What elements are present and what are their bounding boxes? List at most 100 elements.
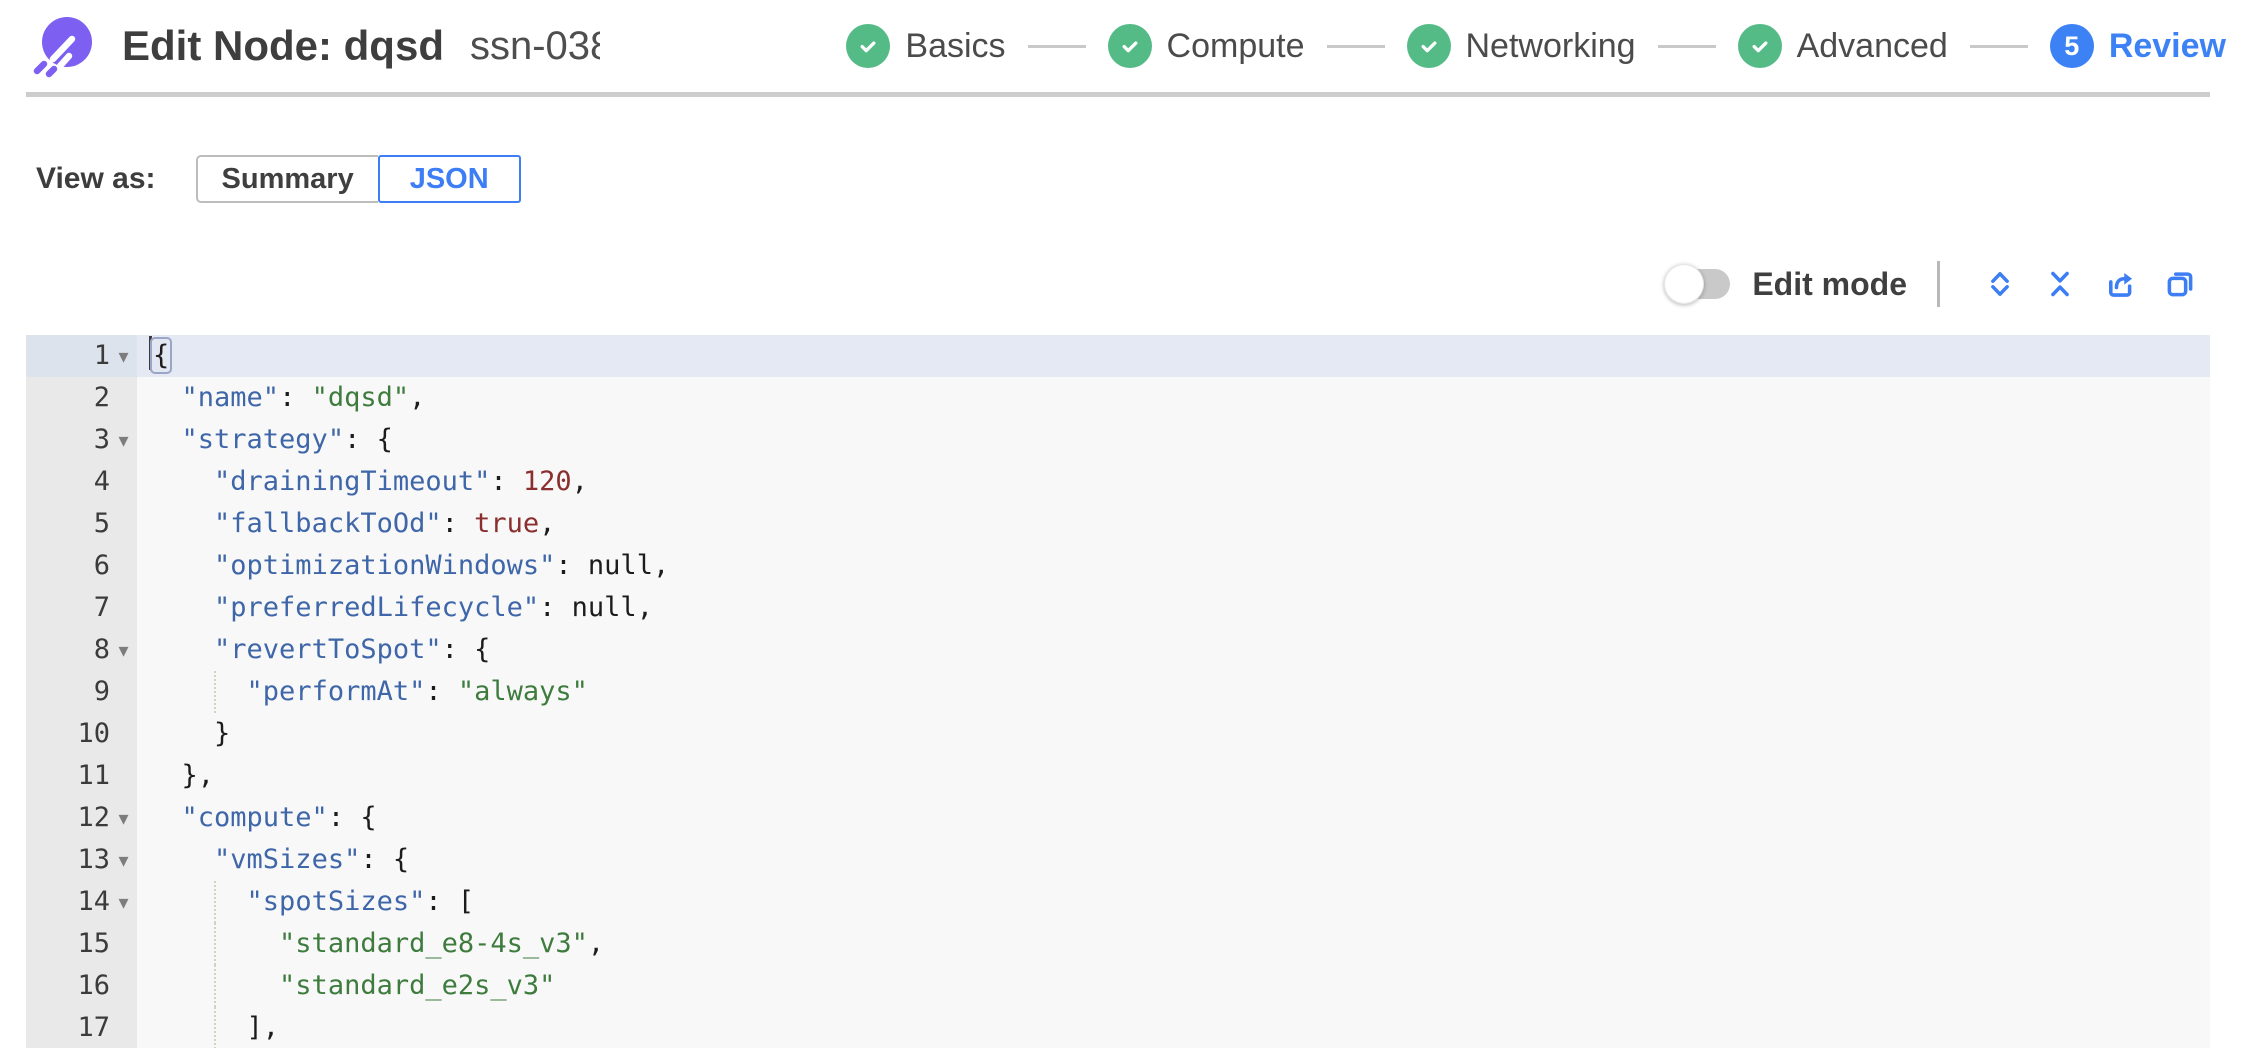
line-number: 6 — [93, 550, 110, 581]
fold-arrow-icon[interactable]: ▾ — [118, 344, 129, 368]
code-token: "revertToSpot" — [214, 634, 442, 665]
code-content: "compute": { — [137, 797, 2210, 839]
code-token: ], — [149, 1012, 280, 1043]
fold-arrow-icon[interactable]: ▾ — [118, 428, 129, 452]
step-number-badge: 5 — [2049, 24, 2094, 68]
code-token: : — [441, 508, 475, 539]
gutter-cell: 6 — [26, 545, 137, 587]
gutter-cell: 5 — [26, 503, 137, 545]
code-token: "dqsd" — [311, 382, 410, 413]
code-content: "performAt": "always" — [137, 671, 2210, 713]
code-token: : — [425, 676, 458, 707]
code-token — [149, 886, 247, 917]
gutter-cell: 2 — [26, 377, 137, 419]
code-line: 17 ], — [26, 1007, 2210, 1048]
code-content: "revertToSpot": { — [137, 629, 2210, 671]
step-compute[interactable]: Compute — [1107, 24, 1305, 68]
step-networking[interactable]: Networking — [1406, 24, 1636, 68]
line-number: 1 — [93, 340, 110, 371]
code-token: : { — [327, 802, 377, 833]
check-icon — [1406, 24, 1451, 68]
export-icon — [2109, 272, 2133, 297]
export-button[interactable] — [2099, 263, 2141, 305]
code-token: : — [490, 466, 523, 497]
code-token: : { — [344, 424, 393, 455]
code-token: "performAt" — [246, 676, 426, 707]
code-token: , — [636, 592, 653, 623]
line-number: 10 — [77, 718, 110, 749]
line-number: 13 — [77, 844, 110, 875]
code-content: "name": "dqsd", — [137, 377, 2210, 419]
code-token: , — [587, 928, 605, 959]
code-token: "preferredLifecycle" — [214, 592, 540, 623]
line-number: 17 — [77, 1012, 110, 1043]
code-line: 6 "optimizationWindows": null, — [26, 545, 2210, 587]
code-token: "standard_e8-4s_v3" — [279, 928, 588, 959]
json-editor[interactable]: 1▾{2 "name": "dqsd",3▾ "strategy": {4 "d… — [26, 335, 2210, 1048]
code-line: 9 "performAt": "always" — [26, 671, 2210, 713]
code-token: "strategy" — [181, 424, 345, 455]
gutter-cell: 3▾ — [26, 419, 137, 461]
code-line: 11 }, — [26, 755, 2210, 797]
expand-all-icon — [1991, 272, 2009, 296]
gutter-cell: 8▾ — [26, 629, 137, 671]
code-token: "always" — [457, 676, 588, 707]
code-token: "standard_e2s_v3" — [279, 970, 556, 1001]
gutter-cell: 16 — [26, 965, 137, 1007]
view-as-row: View as: Summary JSON — [36, 155, 2250, 203]
code-content: "standard_e8-4s_v3", — [137, 923, 2210, 965]
code-line: 3▾ "strategy": { — [26, 419, 2210, 461]
gutter-cell: 17 — [26, 1007, 137, 1048]
view-as-json-button[interactable]: JSON — [377, 155, 521, 203]
indent-guide — [214, 881, 217, 923]
step-label: Advanced — [1796, 26, 1948, 65]
code-token — [149, 424, 182, 455]
collapse-all-button[interactable] — [2039, 263, 2081, 305]
fold-arrow-icon[interactable]: ▾ — [118, 848, 129, 872]
code-token: "vmSizes" — [214, 844, 361, 875]
editor-toolbar: Edit mode — [0, 259, 2210, 309]
line-number: 9 — [93, 676, 110, 707]
gutter-cell: 10 — [26, 713, 137, 755]
code-content: } — [137, 713, 2210, 755]
code-content: "standard_e2s_v3" — [137, 965, 2210, 1007]
fold-arrow-icon[interactable]: ▾ — [118, 806, 129, 830]
step-label: Networking — [1465, 26, 1636, 65]
view-as-label: View as: — [36, 162, 156, 195]
line-number: 14 — [77, 886, 110, 917]
code-line: 15 "standard_e8-4s_v3", — [26, 923, 2210, 965]
expand-all-button[interactable] — [1979, 263, 2021, 305]
code-token: : [ — [425, 886, 475, 917]
code-token: , — [539, 508, 556, 539]
fold-arrow-icon[interactable]: ▾ — [118, 890, 129, 914]
copy-button[interactable] — [2159, 263, 2201, 305]
code-content: "optimizationWindows": null, — [137, 545, 2210, 587]
code-token — [149, 382, 182, 413]
code-content: "fallbackToOd": true, — [137, 503, 2210, 545]
code-token — [149, 550, 214, 581]
code-token — [149, 676, 247, 707]
step-advanced[interactable]: Advanced — [1737, 24, 1948, 68]
header-divider — [26, 92, 2210, 97]
code-token: } — [149, 718, 231, 749]
view-as-summary-button[interactable]: Summary — [195, 155, 378, 203]
line-number: 3 — [93, 424, 110, 455]
code-token: : — [539, 592, 572, 623]
code-token: "name" — [181, 382, 280, 413]
gutter-cell: 4 — [26, 461, 137, 503]
code-token: "fallbackToOd" — [214, 508, 442, 539]
gutter-cell: 15 — [26, 923, 137, 965]
code-token: "compute" — [181, 802, 328, 833]
collapse-all-icon — [2051, 271, 2069, 297]
indent-guide — [214, 1007, 217, 1048]
fold-arrow-icon[interactable]: ▾ — [118, 638, 129, 662]
line-number: 16 — [77, 970, 110, 1001]
check-icon — [846, 24, 891, 68]
edit-mode-toggle[interactable] — [1664, 264, 1731, 304]
code-line: 1▾{ — [26, 335, 2210, 377]
step-basics[interactable]: Basics — [846, 24, 1006, 68]
code-line: 16 "standard_e2s_v3" — [26, 965, 2210, 1007]
